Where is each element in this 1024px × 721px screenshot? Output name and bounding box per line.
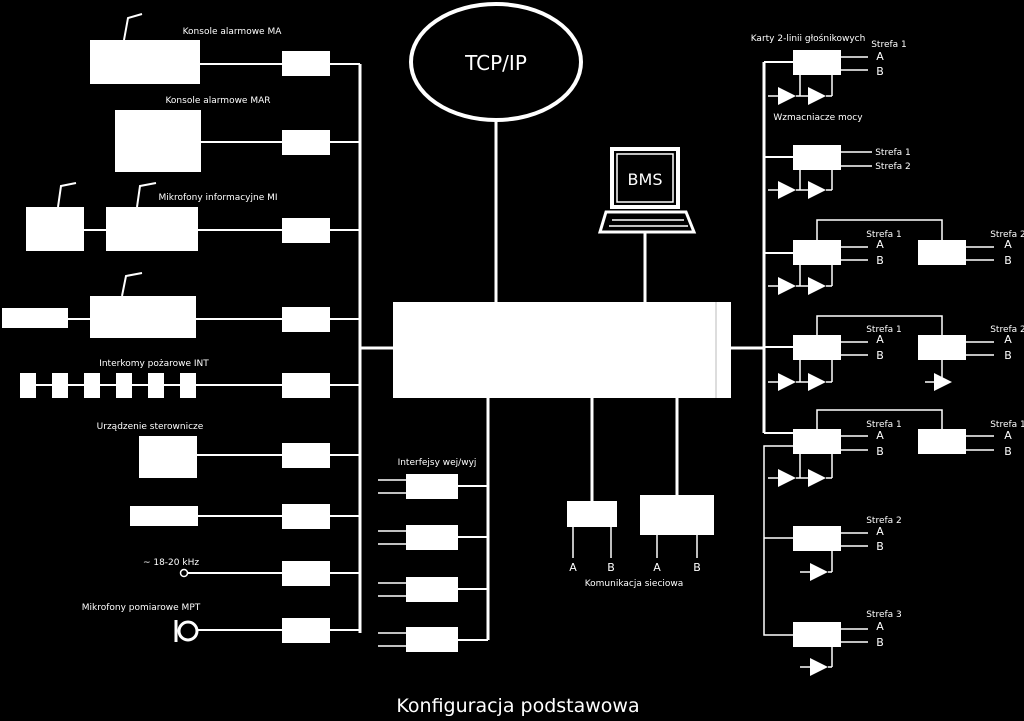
svg-text:A: A	[1004, 238, 1012, 251]
svg-text:Strefa 3: Strefa 3	[866, 610, 902, 620]
label-mi: Mikrofony informacyjne MI	[158, 193, 277, 203]
svg-text:Strefa 1: Strefa 1	[875, 148, 911, 158]
tcpip-label: TCP/IP	[464, 51, 527, 75]
amplifier-icon	[768, 469, 832, 487]
tone-source-icon	[179, 568, 189, 578]
svg-text:A: A	[876, 525, 884, 538]
console-unit	[90, 296, 196, 338]
svg-text:B: B	[1004, 254, 1012, 267]
svg-text:Strefa 1: Strefa 1	[866, 325, 902, 335]
svg-text:A: A	[1004, 333, 1012, 346]
label-ster: Urządzenie sterownicze	[97, 422, 204, 432]
speaker-card-7	[793, 622, 841, 647]
bms-computer-icon	[597, 147, 697, 234]
svg-text:A: A	[876, 429, 884, 442]
svg-text:A: A	[876, 238, 884, 251]
svg-text:Strefa 1: Strefa 1	[990, 420, 1024, 430]
svg-text:A: A	[569, 561, 577, 574]
label-freq: ~ 18-20 kHz	[143, 558, 199, 568]
mi-microphone-1	[26, 207, 84, 251]
console-microphone-icon	[121, 272, 143, 297]
speaker-card-3	[793, 240, 841, 265]
ma-console	[90, 40, 200, 84]
svg-text:B: B	[876, 636, 884, 649]
label-mpt: Mikrofony pomiarowe MPT	[82, 603, 201, 613]
svg-text:Strefa 2: Strefa 2	[990, 230, 1024, 240]
amplifier-icon	[768, 181, 832, 199]
svg-text:B: B	[876, 349, 884, 362]
svg-text:Strefa 2: Strefa 2	[866, 516, 902, 526]
speaker-card-1	[793, 50, 841, 75]
bms-label: BMS	[628, 170, 663, 189]
label-net: Komunikacja sieciowa	[585, 579, 684, 589]
speaker-card-5b	[918, 429, 966, 454]
label-mar: Konsole alarmowe MAR	[165, 96, 270, 106]
amplifier-icon	[925, 373, 952, 391]
mar-console	[115, 110, 201, 172]
svg-text:Strefa 2: Strefa 2	[990, 325, 1024, 335]
left-interface-modules	[282, 51, 330, 643]
label-io: Interfejsy wej/wyj	[398, 458, 477, 468]
speaker-card-4	[793, 335, 841, 360]
amplifier-icon	[768, 373, 832, 391]
speaker-card-6	[793, 526, 841, 551]
label-ma: Konsole alarmowe MA	[183, 27, 283, 37]
svg-text:B: B	[876, 254, 884, 267]
svg-text:B: B	[876, 65, 884, 78]
svg-text:Strefa 1: Strefa 1	[866, 420, 902, 430]
label-int: Interkomy pożarowe INT	[99, 359, 209, 369]
speaker-card-5	[793, 429, 841, 454]
speaker-card-4b	[918, 335, 966, 360]
svg-text:B: B	[1004, 445, 1012, 458]
svg-text:B: B	[607, 561, 615, 574]
svg-text:Strefa 1: Strefa 1	[866, 230, 902, 240]
svg-text:A: A	[876, 50, 884, 63]
label-amps: Wzmacniacze mocy	[773, 113, 863, 123]
io-interfaces	[406, 474, 458, 652]
mi-microphone-2	[106, 207, 198, 251]
diagram-title: Konfiguracja podstawowa	[396, 695, 639, 717]
svg-text:A: A	[653, 561, 661, 574]
amplifier-icon	[800, 563, 832, 581]
svg-text:Strefa 2: Strefa 2	[875, 162, 911, 172]
central-controller	[393, 302, 731, 398]
amplifier-icon	[800, 658, 832, 676]
amplifier-icon	[768, 277, 832, 295]
amplifier-icon	[768, 87, 832, 105]
small-unit	[130, 506, 198, 526]
svg-text:A: A	[876, 333, 884, 346]
mi-microphone-icon	[57, 182, 77, 208]
svg-text:B: B	[876, 445, 884, 458]
remote-unit	[2, 308, 68, 328]
control-device	[139, 436, 197, 478]
speaker-card-3b	[918, 240, 966, 265]
svg-text:A: A	[876, 620, 884, 633]
measurement-microphone-icon	[174, 620, 199, 642]
ma-microphone-icon	[123, 13, 143, 41]
svg-text:A: A	[1004, 429, 1012, 442]
network-module-1	[567, 501, 617, 527]
svg-text:B: B	[693, 561, 701, 574]
svg-text:B: B	[876, 540, 884, 553]
mi-microphone-icon	[136, 182, 157, 208]
svg-text:Strefa 1: Strefa 1	[871, 40, 907, 50]
network-module-2	[640, 495, 714, 535]
label-cards: Karty 2-linii głośnikowych	[751, 33, 866, 44]
svg-text:B: B	[1004, 349, 1012, 362]
speaker-card-2	[793, 145, 841, 170]
